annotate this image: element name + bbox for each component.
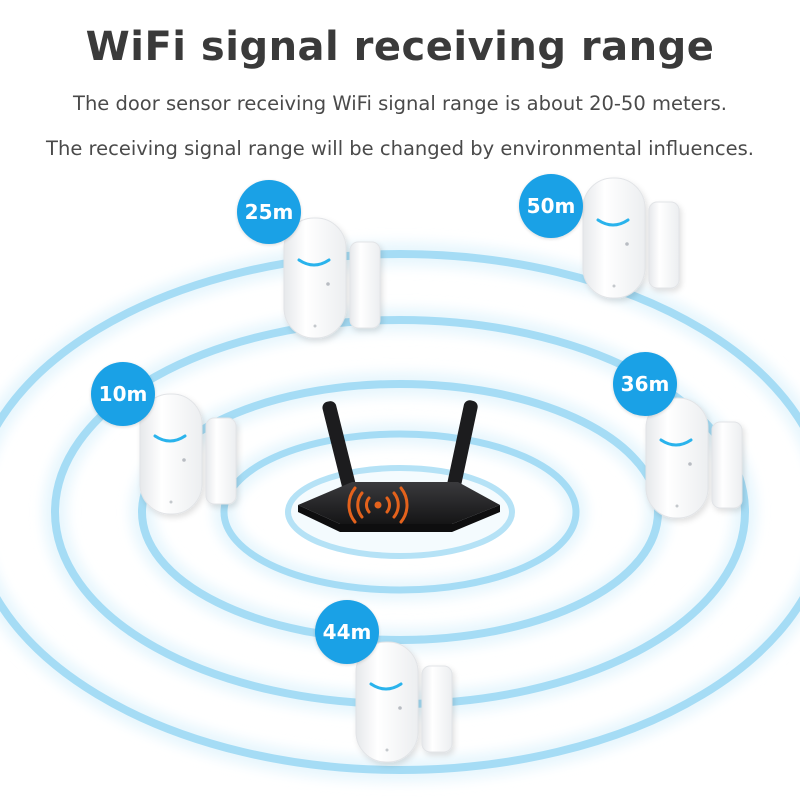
door-sensor-36m <box>644 396 744 520</box>
distance-badge-25m: 25m <box>237 180 301 244</box>
distance-badge-36m: 36m <box>613 352 677 416</box>
wifi-signal-icon <box>347 486 409 524</box>
door-sensor-44m <box>354 640 454 764</box>
description-line-2: The receiving signal range will be chang… <box>46 137 754 160</box>
distance-badge-10m: 10m <box>91 362 155 426</box>
description-line-1: The door sensor receiving WiFi signal ra… <box>73 92 727 115</box>
router <box>298 400 500 532</box>
door-sensor-25m <box>282 216 382 340</box>
distance-badge-50m: 50m <box>519 174 583 238</box>
distance-badge-44m: 44m <box>315 600 379 664</box>
door-sensor-50m <box>581 176 681 300</box>
page-title: WiFi signal receiving range <box>85 24 715 70</box>
